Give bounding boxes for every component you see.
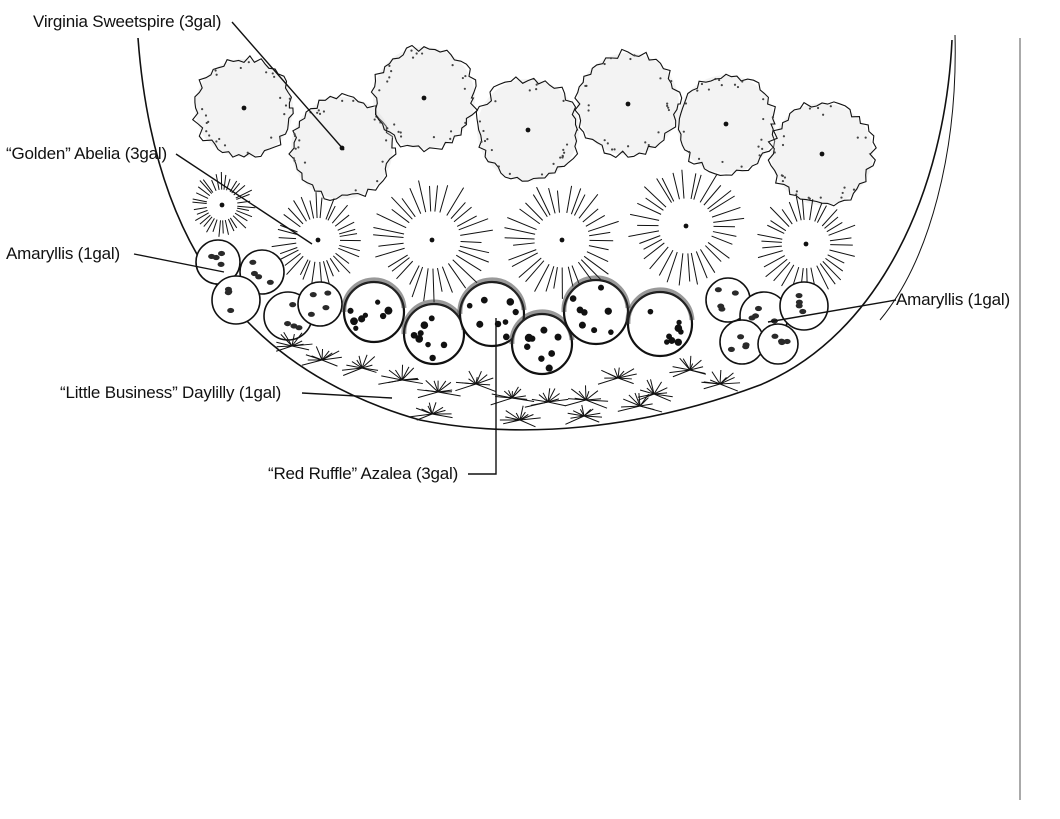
- amaryllis-clump-right: [705, 277, 829, 365]
- label-golden-abelia: “Golden” Abelia (3gal): [6, 144, 167, 163]
- label-amaryllis-left: Amaryllis (1gal): [6, 244, 120, 263]
- daylily-tuft-4: [417, 380, 461, 399]
- daylily-tuft-15: [499, 405, 541, 428]
- daylily-tuft-17: [617, 392, 663, 413]
- leader-sweetspire: [231, 21, 345, 151]
- leader-amaryllis-right: [767, 299, 897, 323]
- daylily-tuft-1: [301, 346, 342, 367]
- azalea-shrub-6: [625, 287, 695, 358]
- virginia-sweetspire-group: [191, 44, 877, 207]
- daylily-tuft-5: [455, 370, 496, 392]
- leader-amaryllis-left: [133, 253, 225, 273]
- abelia-shrub-6: [757, 196, 856, 295]
- daylily-tuft-11: [669, 355, 706, 378]
- abelia-shrub-3: [373, 180, 493, 303]
- sweetspire-shrub-7: [767, 101, 877, 207]
- daylily-tuft-12: [701, 369, 741, 392]
- label-leader-lines: [133, 21, 897, 475]
- sweetspire-shrub-5: [574, 48, 683, 159]
- leader-daylily: [301, 392, 393, 399]
- daylily-tuft-13: [276, 331, 313, 352]
- daylily-tuft-10: [637, 379, 673, 402]
- daylily-tuft-16: [565, 404, 603, 425]
- azalea-shrub-1: [341, 277, 407, 344]
- daylily-tuft-14: [410, 402, 453, 421]
- bed-edge: [137, 37, 953, 431]
- leader-abelia: [175, 153, 313, 245]
- abelia-shrub-5: [628, 169, 745, 286]
- daylily-tuft-6: [490, 386, 535, 406]
- sweetspire-shrub-4: [475, 76, 579, 182]
- bed-outline: [137, 34, 1021, 800]
- label-little-business-daylily: “Little Business” Daylilly (1gal): [60, 383, 282, 402]
- golden-abelia-group: [192, 169, 856, 303]
- azalea-shrub-4: [509, 309, 575, 376]
- bed-edge-back: [879, 34, 956, 321]
- abelia-shrub-1: [192, 171, 256, 237]
- daylily-tuft-3: [378, 364, 423, 385]
- daylily-tuft-9: [597, 367, 637, 385]
- label-virginia-sweetspire: Virginia Sweetspire (3gal): [33, 12, 222, 31]
- daylily-tuft-8: [564, 385, 609, 409]
- daylily-group: [276, 331, 741, 428]
- leader-azalea: [468, 318, 497, 475]
- abelia-shrub-2: [271, 192, 361, 288]
- daylily-tuft-2: [342, 354, 379, 376]
- label-red-ruffle-azalea: “Red Ruffle” Azalea (3gal): [268, 464, 459, 483]
- label-amaryllis-right: Amaryllis (1gal): [896, 290, 1010, 309]
- sweetspire-shrub-1: [191, 55, 294, 158]
- daylily-tuft-7: [524, 388, 569, 408]
- sweetspire-shrub-6: [677, 73, 776, 176]
- azalea-shrub-5: [561, 275, 631, 346]
- amaryllis-clump-left: [195, 239, 343, 341]
- azalea-shrub-3: [457, 277, 527, 348]
- sweetspire-shrub-3: [370, 44, 479, 153]
- azalea-shrub-2: [401, 299, 467, 366]
- red-ruffle-azalea-group: [341, 275, 695, 376]
